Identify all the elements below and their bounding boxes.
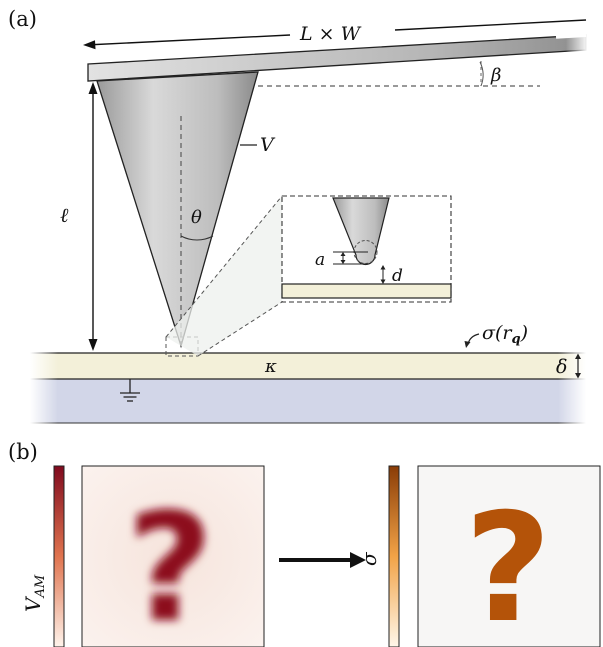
tip-radius-label: a [315, 250, 325, 270]
conical-tip [96, 71, 259, 349]
sample-layer [30, 353, 586, 379]
vam-colorbar [53, 465, 65, 647]
theta-label: θ [191, 207, 202, 228]
charge-density-label: σ(rq) [482, 322, 528, 347]
vam-colorbar-label: VAM [21, 574, 48, 612]
thickness-arrow [575, 353, 581, 379]
cantilever-size-label: L × W [299, 23, 362, 45]
panel-b-label: (b) [8, 440, 38, 464]
left-fade [30, 352, 58, 424]
sigma-colorbar-label: σ [357, 551, 381, 566]
beam-fade [566, 30, 588, 56]
vam-label-sub: AM [33, 574, 48, 598]
right-fade [558, 352, 586, 424]
zoom-line-bottom [197, 301, 283, 357]
charge-density-sub: q [511, 332, 520, 347]
zoom-shading [166, 196, 282, 356]
tip-length-arrow [88, 82, 98, 351]
sigma-colorbar [388, 465, 400, 647]
vam-label-main: V [21, 595, 45, 612]
zoom-inset: a d [281, 195, 452, 303]
sigma-map-glyph: ? [464, 482, 551, 647]
charge-density-main: σ(r [482, 322, 513, 344]
charge-density-close: ) [520, 322, 528, 344]
inset-sample [281, 283, 452, 299]
tip-length-label: ℓ [60, 203, 69, 227]
theta-arc [180, 235, 214, 241]
length-width-arrow [83, 19, 587, 50]
panel-a-label: (a) [8, 7, 37, 31]
vam-map [81, 465, 265, 647]
zoom-line-top [165, 195, 283, 338]
beta-label: β [490, 65, 501, 86]
thickness-label: δ [556, 356, 567, 378]
ground-icon [120, 379, 140, 402]
distance-label: d [392, 266, 403, 286]
permittivity-label: κ [264, 356, 277, 377]
sample-stack [30, 352, 586, 424]
transform-arrow [279, 552, 366, 568]
substrate [30, 379, 586, 423]
beta-arc [479, 61, 484, 87]
voltage-label: V [260, 134, 276, 156]
vam-map-glyph: ? [126, 482, 213, 647]
sigma-map [417, 465, 601, 647]
